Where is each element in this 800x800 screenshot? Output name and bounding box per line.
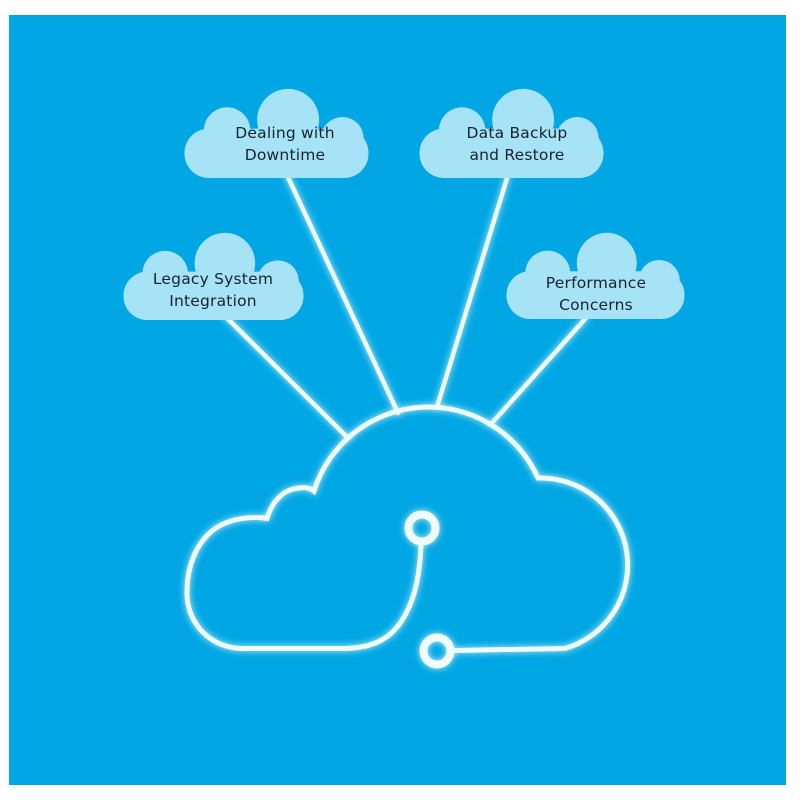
label-data-backup-and-restore: Data Backup and Restore [422, 122, 612, 166]
connector-performance-concerns [488, 315, 589, 427]
label-line: Legacy System [152, 270, 274, 288]
label-performance-concerns: Performance Concerns [501, 272, 691, 316]
label-line: Performance [545, 274, 647, 292]
label-line: Data Backup [466, 124, 568, 142]
label-line: Downtime [244, 146, 326, 164]
circuit-cloud-icon [184, 404, 631, 669]
connector-data-backup-and-restore [434, 172, 511, 410]
label-line: Concerns [559, 296, 633, 314]
label-dealing-with-downtime: Dealing with Downtime [190, 122, 380, 166]
label-legacy-system-integration: Legacy System Integration [118, 268, 308, 312]
circuit-node-bottom-circle [419, 633, 455, 669]
connector-lines [218, 172, 589, 441]
label-line: Dealing with [235, 124, 335, 142]
big-cloud-outline [184, 404, 631, 653]
connector-dealing-with-downtime [284, 172, 401, 416]
connector-legacy-system-integration [218, 309, 351, 441]
label-line: and Restore [469, 146, 565, 164]
label-line: Integration [169, 292, 257, 310]
blue-background [9, 15, 786, 785]
circuit-node-top-circle [404, 510, 440, 546]
